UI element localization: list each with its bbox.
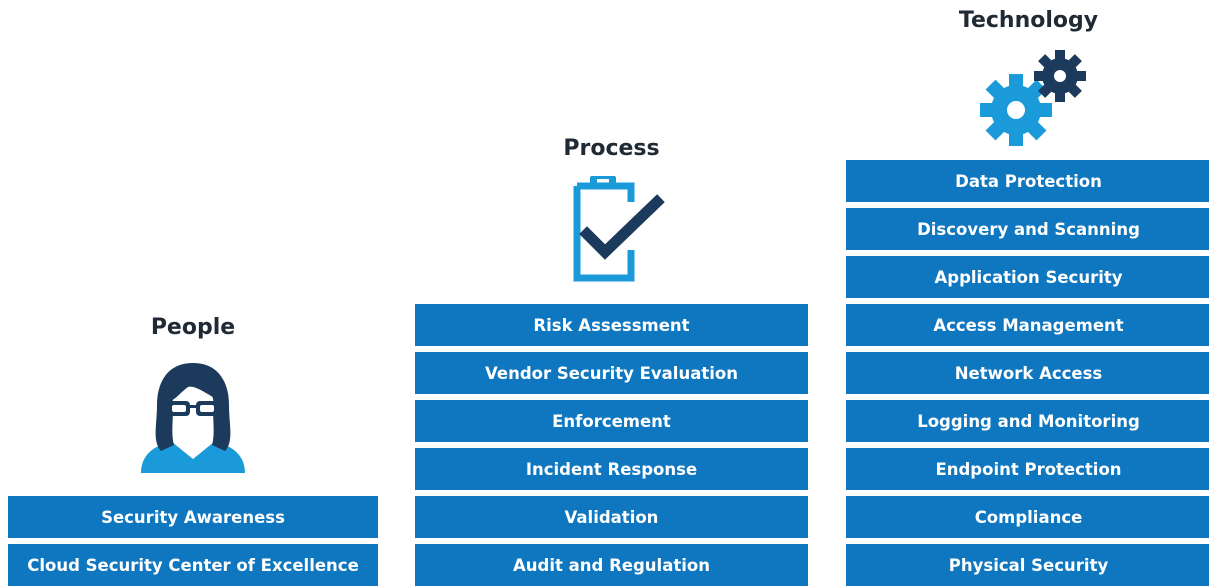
gears-icon (980, 50, 1086, 146)
clipboard-checkmark-icon (573, 176, 665, 282)
people-column: People Security Awareness Cloud Security… (8, 0, 378, 586)
technology-item-endpoint-protection: Endpoint Protection (846, 448, 1209, 490)
process-item-risk-assessment: Risk Assessment (415, 304, 808, 346)
technology-column: Technology Data Protec (846, 0, 1209, 586)
technology-title: Technology (958, 8, 1099, 33)
technology-item-logging-and-monitoring: Logging and Monitoring (846, 400, 1209, 442)
process-item-audit-and-regulation: Audit and Regulation (415, 544, 808, 586)
people-item-security-awareness: Security Awareness (8, 496, 378, 538)
people-title: People (150, 315, 236, 340)
person-with-glasses-icon (141, 363, 245, 473)
technology-item-network-access: Network Access (846, 352, 1209, 394)
technology-item-physical-security: Physical Security (846, 544, 1209, 586)
process-item-incident-response: Incident Response (415, 448, 808, 490)
technology-item-compliance: Compliance (846, 496, 1209, 538)
process-item-enforcement: Enforcement (415, 400, 808, 442)
technology-item-discovery-and-scanning: Discovery and Scanning (846, 208, 1209, 250)
people-item-cloud-security-coe: Cloud Security Center of Excellence (8, 544, 378, 586)
technology-item-application-security: Application Security (846, 256, 1209, 298)
process-item-vendor-security-evaluation: Vendor Security Evaluation (415, 352, 808, 394)
technology-item-access-management: Access Management (846, 304, 1209, 346)
process-column: Process Risk Assessment Vendor Security … (415, 0, 808, 586)
technology-item-data-protection: Data Protection (846, 160, 1209, 202)
process-item-validation: Validation (415, 496, 808, 538)
process-title: Process (563, 136, 660, 161)
